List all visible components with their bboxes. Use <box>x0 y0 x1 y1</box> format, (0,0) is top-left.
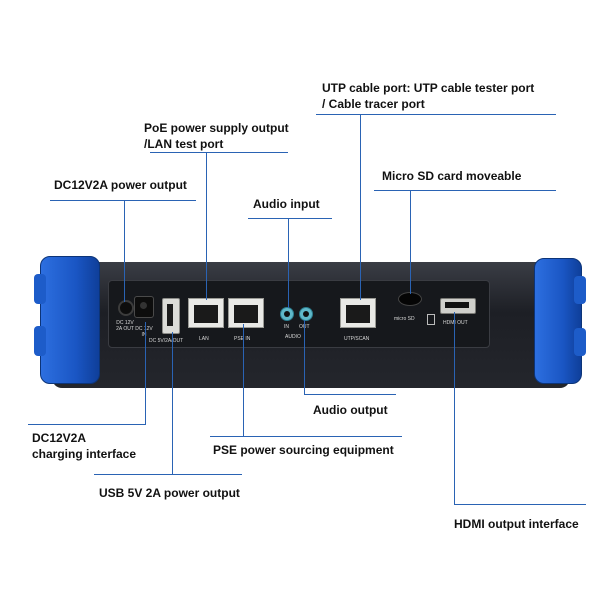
poe-leader <box>206 152 207 300</box>
hdmi-out-label: HDMI OUT <box>443 320 468 326</box>
pse-underline <box>210 436 402 437</box>
dc-out-label: DC 12V 2A OUT <box>116 320 134 332</box>
micro-sd-slot <box>398 292 422 306</box>
poe-label-line1: PoE power supply output <box>144 121 289 135</box>
pse-caption: PSE power sourcing equipment <box>213 443 394 457</box>
pse-in-port <box>228 298 264 328</box>
utp-underline <box>316 114 556 115</box>
usb-port-tongue <box>167 304 173 326</box>
micro-sd-caption: Micro SD card moveable <box>382 169 522 183</box>
lan-port-label: LAN <box>199 336 209 342</box>
utp-label: UTP cable port: UTP cable tester port / … <box>322 80 534 112</box>
micro-sd-label: micro SD <box>394 316 415 322</box>
utp-label-line1: UTP cable port: UTP cable tester port <box>322 81 535 95</box>
utp-label-line2: / Cable tracer port <box>322 97 425 111</box>
usb-underline <box>94 474 242 475</box>
sd-card-icon <box>427 314 435 325</box>
poe-underline <box>150 152 288 153</box>
audio-output-caption: Audio output <box>313 403 388 417</box>
dc-charging-leader <box>145 322 146 424</box>
hdmi-port-hole <box>445 302 469 308</box>
utp-scan-port <box>340 298 376 328</box>
left-bumper-notch <box>34 274 46 304</box>
dc-output-leader <box>124 200 125 302</box>
audio-in-label: IN <box>284 324 289 330</box>
dc-input-port-pin <box>140 302 147 309</box>
usb-leader <box>172 332 173 474</box>
audio-input-caption: Audio input <box>253 197 320 211</box>
left-bumper-notch <box>34 326 46 356</box>
hdmi-caption: HDMI output interface <box>454 517 579 531</box>
pse-leader <box>243 324 244 436</box>
right-bumper-notch <box>574 276 586 304</box>
audio-label: AUDIO <box>285 334 301 340</box>
audio-in-jack <box>280 307 294 321</box>
utp-scan-label: UTP/SCAN <box>344 336 370 342</box>
left-bumper <box>40 256 100 384</box>
dc-in-label: DC 12V IN <box>135 326 153 338</box>
audio-input-underline <box>248 218 332 219</box>
usb-port-label: DC 5V/2A/OUT <box>149 338 184 344</box>
pse-in-port-label: PSE IN <box>234 336 251 342</box>
dc-charging-line1: DC12V2A <box>32 431 87 445</box>
audio-out-jack <box>299 307 313 321</box>
micro-sd-leader <box>410 190 411 294</box>
lan-port <box>188 298 224 328</box>
dc-output-port <box>118 300 134 316</box>
usb-caption: USB 5V 2A power output <box>99 486 240 500</box>
audio-input-leader <box>288 218 289 308</box>
hdmi-underline <box>454 504 586 505</box>
poe-label-line2: /LAN test port <box>144 137 224 151</box>
dc-output-underline <box>50 200 196 201</box>
hdmi-leader <box>454 312 455 504</box>
audio-output-leader <box>304 320 305 394</box>
dc-charging-caption: DC12V2A charging interface <box>32 430 136 462</box>
dc-charging-underline <box>28 424 146 425</box>
audio-output-underline <box>304 394 396 395</box>
utp-leader <box>360 114 361 300</box>
dc-charging-line2: charging interface <box>32 447 137 461</box>
poe-label: PoE power supply output /LAN test port <box>144 120 289 152</box>
dc-output-caption: DC12V2A power output <box>54 178 187 192</box>
right-bumper-notch <box>574 328 586 356</box>
micro-sd-underline <box>374 190 556 191</box>
